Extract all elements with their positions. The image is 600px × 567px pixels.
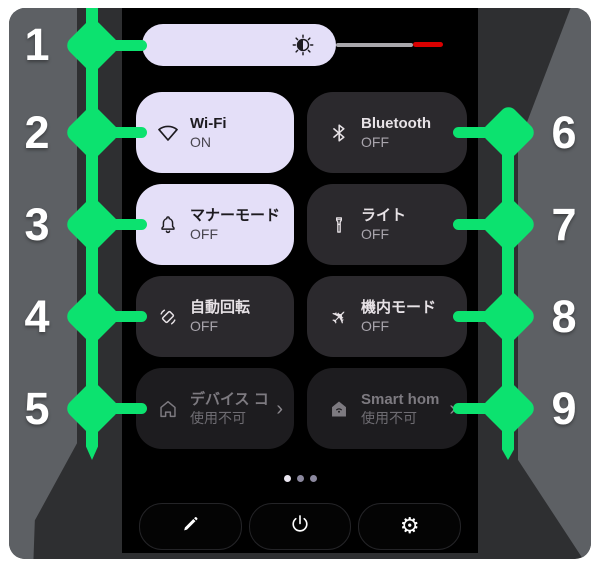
tile-title: デバイス コ [190,390,269,408]
callout-stem-6 [453,127,490,138]
callout-stem-5 [110,403,147,414]
tile-status: OFF [361,318,389,335]
tile-device-controls[interactable]: デバイス コ使用不可 › [136,368,294,449]
bell-icon [155,214,181,236]
callout-number-7: 7 [551,198,577,250]
callout-number-8: 8 [551,290,577,342]
callout-chain-right [502,108,514,460]
slider-track-highlight [413,42,443,47]
callout-number-6: 6 [551,106,577,158]
bluetooth-icon [326,122,352,144]
callout-stem-8 [453,311,490,322]
airplane-icon: ✈ [324,302,354,331]
callout-stem-9 [453,403,490,414]
tile-silent-mode[interactable]: マナーモード OFF [136,184,294,265]
home-icon [155,398,181,420]
wifi-icon [155,121,181,145]
page-dot [296,475,304,482]
flashlight-icon [326,215,352,235]
tile-smart-home[interactable]: Smart hom 使用不可 › [307,368,467,449]
callout-number-1: 1 [24,19,50,70]
callout-stem-7 [453,219,490,230]
chevron-right-icon: › [445,399,456,419]
tile-status: OFF [190,318,218,335]
power-icon [289,513,311,540]
annotation-band-right [518,8,591,559]
callout-number-3: 3 [24,198,50,250]
tile-airplane-mode[interactable]: ✈ 機内モード OFF [307,276,467,357]
tile-title: 機内モード [361,298,437,316]
page-dot-active [283,475,291,482]
tile-status: OFF [361,226,389,243]
callout-stem-4 [110,311,147,322]
smart-home-icon [326,398,352,420]
annotation-band-left [9,8,77,559]
tile-auto-rotate[interactable]: 自動回転 OFF [136,276,294,357]
page-indicator [122,475,478,482]
settings-button[interactable]: ⚙ [358,503,462,550]
tile-title: マナーモード [190,206,281,224]
brightness-icon [290,34,316,56]
page-dot [309,475,317,482]
tile-status: ON [190,134,211,151]
tile-status: OFF [190,226,218,243]
callout-number-2: 2 [24,106,50,158]
chevron-right-icon: › [276,397,283,420]
brightness-slider[interactable] [142,24,336,66]
tile-title: 自動回転 [190,298,251,316]
tile-title: Wi-Fi [190,114,227,132]
callout-stem-2 [110,127,147,138]
tile-status: 使用不可 [361,410,417,427]
tile-title: ライト [361,206,407,224]
power-button[interactable] [248,503,352,550]
callout-stem-1 [110,39,147,51]
callout-number-4: 4 [24,290,50,342]
pencil-icon [180,514,200,539]
quick-settings-footer: ⚙ [139,503,462,550]
tile-status: 使用不可 [190,410,246,427]
tile-status: OFF [361,134,389,151]
gear-icon: ⚙ [399,513,420,539]
edit-button[interactable] [139,503,242,550]
auto-rotate-icon [155,306,181,328]
callout-number-5: 5 [24,382,50,434]
tile-title: Smart hom [361,390,440,408]
callout-number-9: 9 [551,382,577,434]
slider-track [336,43,413,47]
tile-flashlight[interactable]: ライト OFF [307,184,467,265]
callout-stem-3 [110,219,147,230]
tile-title: Bluetooth [361,114,431,132]
